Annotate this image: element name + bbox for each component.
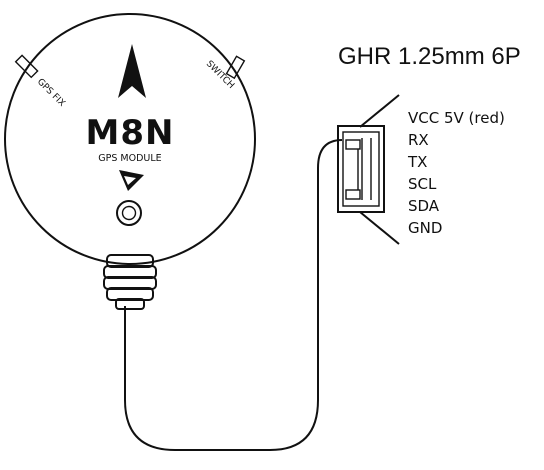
logo-chevron-icon	[119, 170, 144, 191]
led-left-label: GPS FIX	[35, 77, 67, 109]
cable	[124, 139, 343, 451]
gps-module-body	[4, 13, 256, 265]
connector-housing	[337, 125, 385, 213]
brand-title: M8N	[86, 113, 175, 153]
module-subtitle: GPS MODULE	[98, 153, 161, 164]
switch-led	[225, 55, 246, 80]
gps-fix-led	[14, 54, 39, 79]
strain-relief	[103, 254, 157, 310]
pin-label: SDA	[408, 197, 440, 215]
pin-label: TX	[407, 153, 427, 171]
center-button-inner	[121, 205, 137, 221]
pin-label: VCC 5V (red)	[408, 109, 505, 127]
center-button	[116, 200, 142, 226]
north-arrow-icon	[118, 44, 146, 98]
callout-top	[359, 94, 400, 128]
connector-title: GHR 1.25mm 6P	[338, 43, 521, 70]
callout-bottom	[359, 211, 400, 245]
pin-label: GND	[408, 219, 442, 237]
pin-label: SCL	[408, 175, 437, 193]
pin-label: RX	[408, 131, 429, 149]
